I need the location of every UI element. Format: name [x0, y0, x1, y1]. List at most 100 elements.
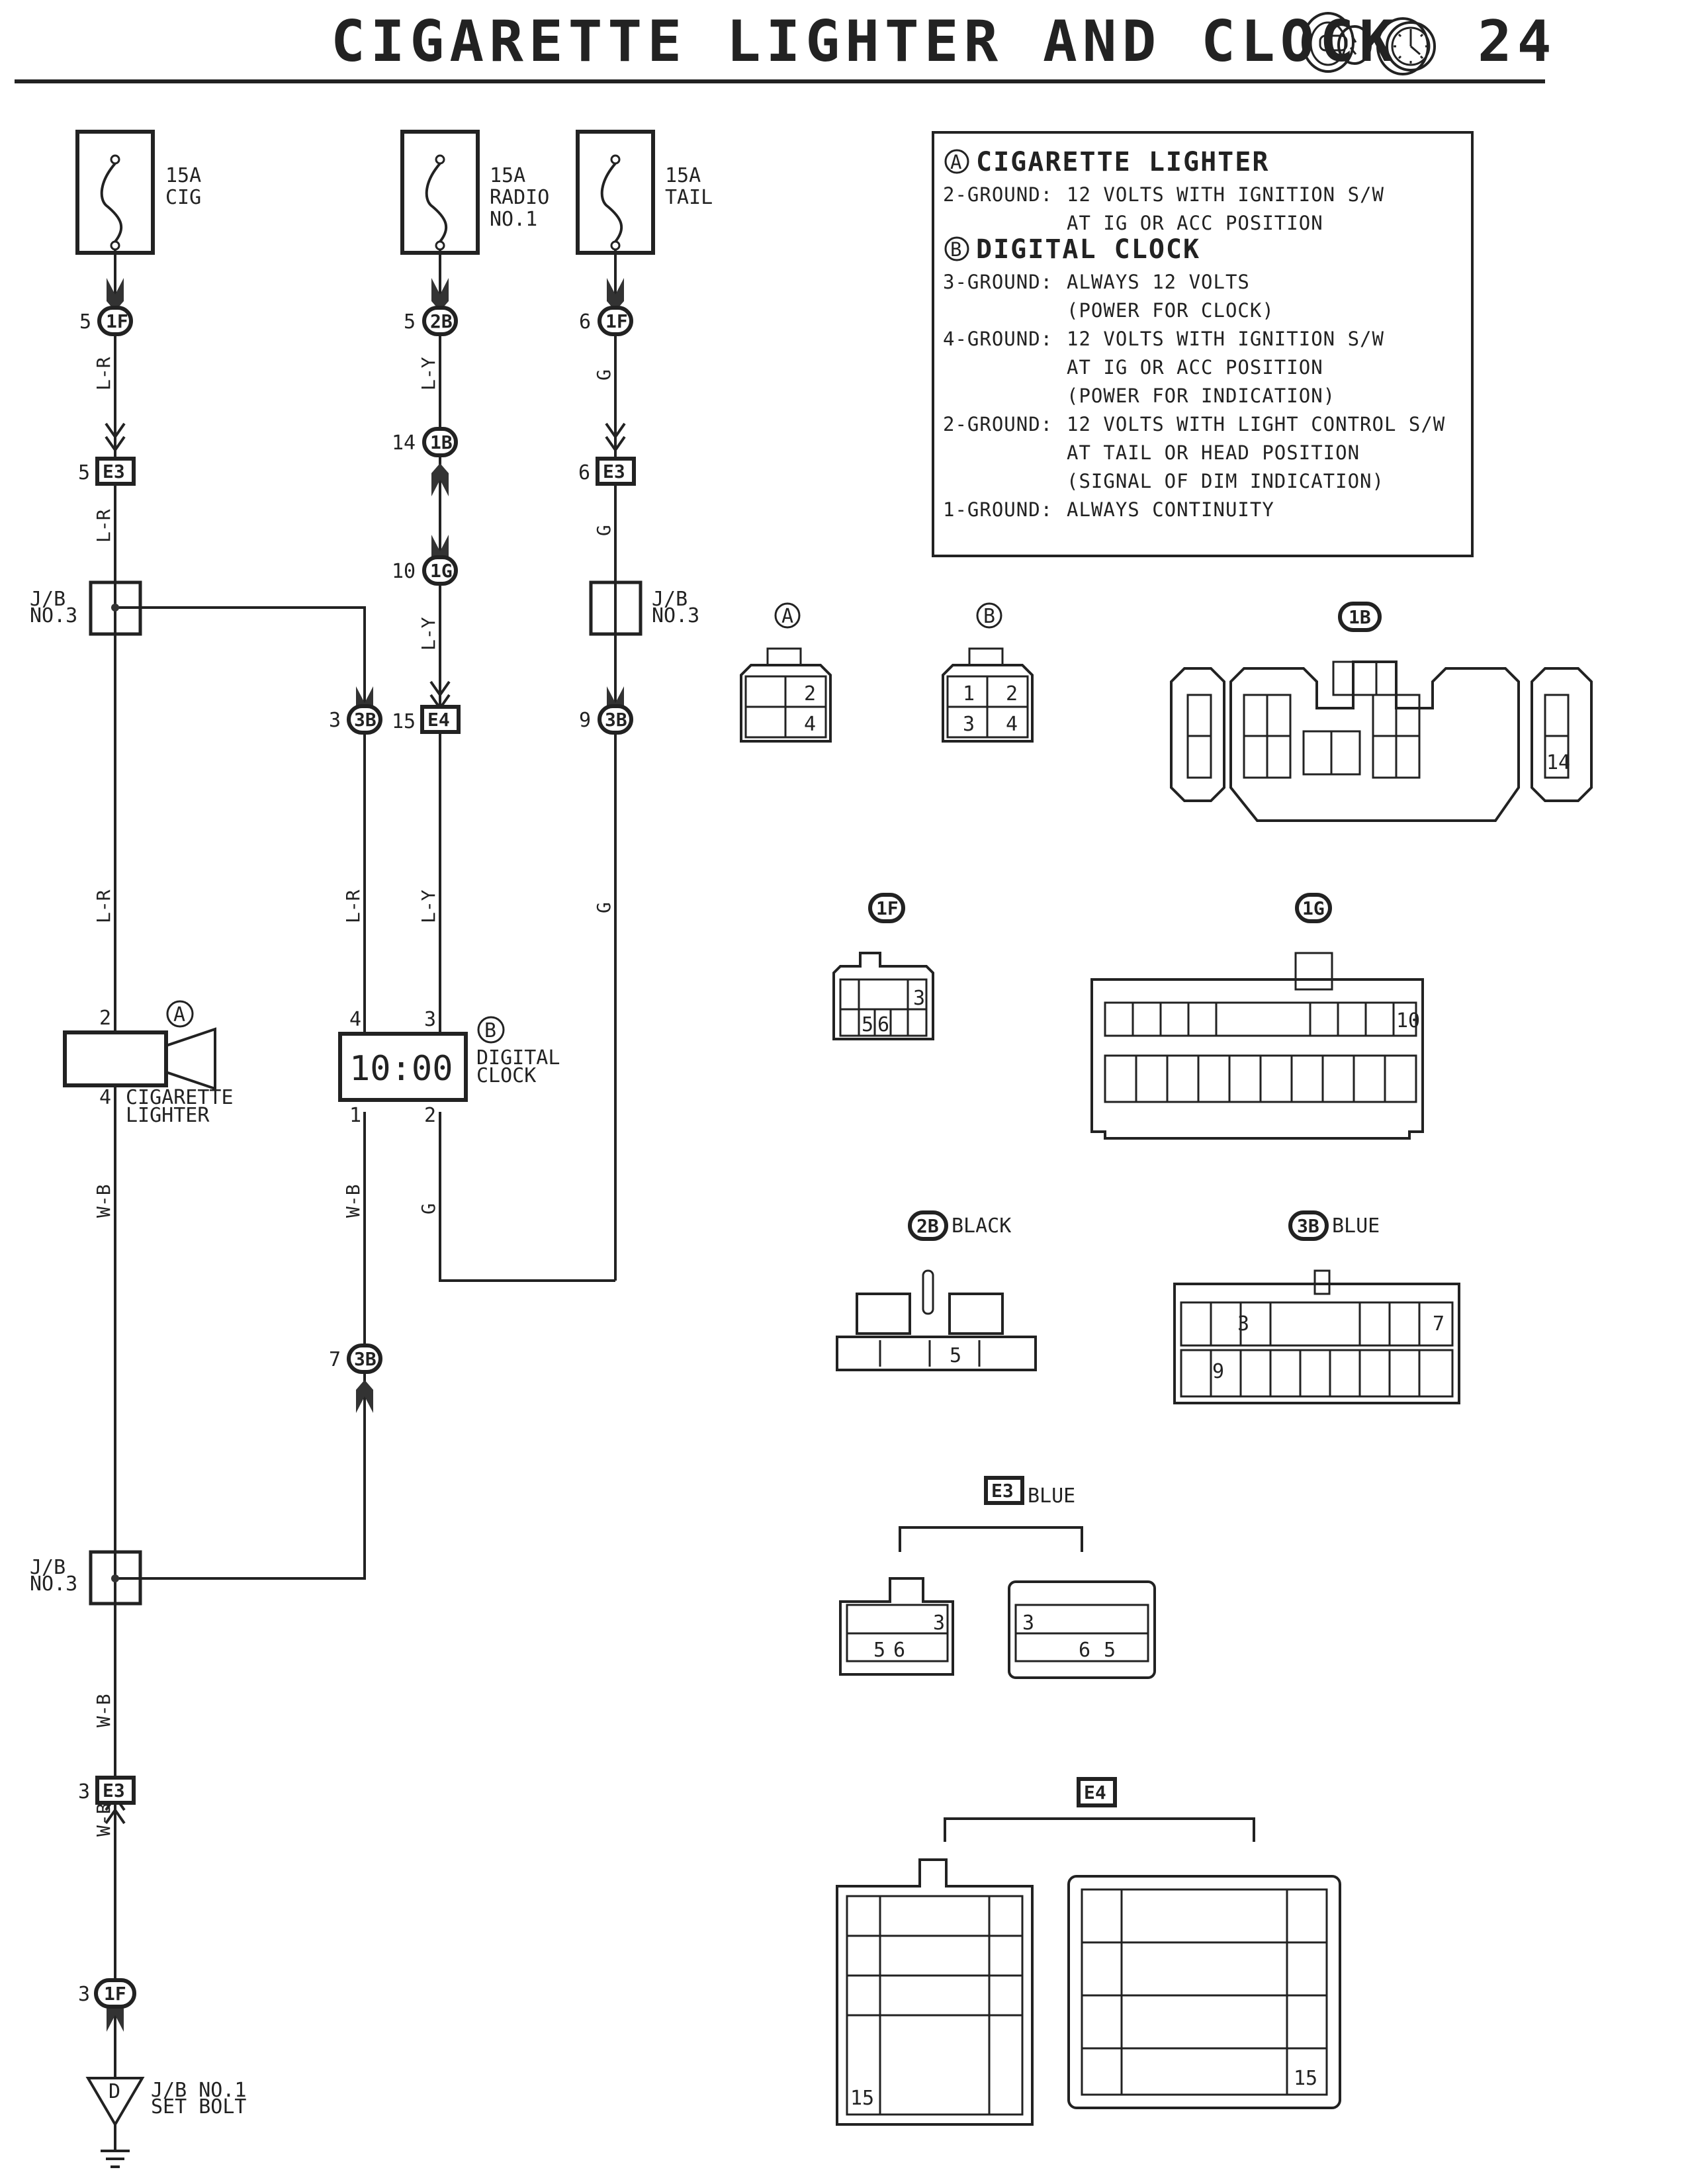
pin-number: 6 — [877, 1013, 889, 1036]
fuse-rating: 15A — [490, 164, 525, 187]
connector-tag — [1288, 1210, 1329, 1241]
page-header: CIGARETTE LIGHTER AND CLOCK 24 — [15, 9, 1552, 83]
component-name: DIGITAL — [476, 1046, 560, 1069]
connector-tag — [1077, 1777, 1117, 1807]
connector-tag — [868, 893, 905, 923]
pin-number: 3 — [1237, 1312, 1249, 1336]
pin-number: 5 — [1104, 1639, 1116, 1662]
legend-terminal: 2-GROUND: — [943, 413, 1053, 435]
wire-color-label: W-B — [342, 1184, 364, 1218]
jb-label: NO.3 — [30, 1572, 77, 1596]
connector-view-B: B 1 2 3 4 — [942, 602, 1034, 743]
pair-bracket — [944, 1817, 1255, 1842]
fuse-radio-no1: 15A RADIO NO.1 — [400, 130, 549, 255]
pin-number: 3 — [78, 1780, 90, 1803]
connector-id: E4 — [427, 709, 450, 731]
wire-color-label: L-R — [93, 889, 114, 923]
legend-line: (POWER FOR CLOCK) — [1067, 299, 1274, 322]
connector-id: 3B — [354, 1348, 377, 1370]
wire-color-label: L-Y — [418, 889, 439, 923]
legend-terminal: 4-GROUND: — [943, 328, 1053, 350]
connector-view-2B: 2B BLACK 5 — [836, 1210, 1037, 1371]
connector-id: 1G — [430, 560, 453, 582]
connector-view-E3: E3 BLUE 3 5 6 3 6 5 — [839, 1476, 1156, 1679]
pair-bracket — [899, 1526, 1083, 1552]
pin-number: 5 — [79, 310, 91, 334]
ref-badge — [976, 602, 1002, 629]
connector-view-label: 1B — [1349, 606, 1371, 628]
connector-tag — [347, 704, 382, 735]
wire-color-label: W-B — [93, 1803, 114, 1837]
pin-number: 3 — [329, 709, 341, 732]
connector-tag — [95, 457, 136, 486]
pin-number: 3 — [424, 1008, 436, 1031]
junction-block-top-right: J/B NO.3 — [589, 580, 699, 636]
pin-number: 4 — [804, 713, 816, 736]
legend-line: 12 VOLTS WITH LIGHT CONTROL S/W — [1067, 413, 1445, 435]
connector-id: 1F — [106, 310, 128, 332]
cigarette-lighter-icon — [1302, 12, 1372, 73]
legend-line: (SIGNAL OF DIM INDICATION) — [1067, 470, 1384, 492]
pin-number: 3 — [913, 987, 925, 1010]
pin-number: 15 — [850, 2087, 874, 2110]
pin-number: 5 — [873, 1639, 885, 1662]
legend-line: AT TAIL OR HEAD POSITION — [1067, 441, 1360, 464]
wire-color-label: L-Y — [418, 357, 439, 390]
ref-letter: B — [950, 238, 962, 261]
legend-terminal: 3-GROUND: — [943, 271, 1053, 293]
pin-number: 2 — [424, 1104, 436, 1127]
pin-number: 10 — [392, 560, 416, 583]
connector-view-1B: 1B 14 — [1170, 602, 1593, 822]
fuse-rating: 15A — [665, 164, 701, 187]
pin-number: 5 — [404, 310, 416, 334]
pin-number: 15 — [392, 710, 416, 733]
clock-icon — [1376, 17, 1436, 75]
pin-number: 6 — [579, 310, 591, 334]
connector-id: E3 — [103, 1780, 125, 1801]
legend-line: 12 VOLTS WITH IGNITION S/W — [1067, 183, 1384, 206]
fuse-name: TAIL — [665, 186, 713, 209]
connector-tag — [422, 306, 458, 336]
connector-color: BLUE — [1332, 1214, 1380, 1238]
connector-tag — [596, 457, 636, 486]
pin-number: 3 — [933, 1612, 945, 1635]
connector-view-label: B — [983, 605, 995, 628]
wire-clock-pin1-to-jb — [115, 1112, 366, 1580]
connector-view-label: 3B — [1297, 1215, 1319, 1237]
connector-view-label: 1G — [1302, 897, 1325, 919]
legend-line: ALWAYS CONTINUITY — [1067, 498, 1274, 521]
pin-number: 2 — [804, 682, 816, 705]
connector-tag — [984, 1476, 1024, 1505]
connector-view-A: A 2 4 — [740, 602, 832, 743]
legend-terminal: 2-GROUND: — [943, 183, 1053, 206]
pin-number: 5 — [862, 1013, 873, 1036]
pin-number: 3 — [1022, 1612, 1034, 1635]
pin-number: 1 — [349, 1104, 361, 1127]
connector-view-label: 2B — [916, 1215, 939, 1237]
ref-badge — [166, 1000, 194, 1028]
wire-color-labels: L-R L-R L-R L-Y L-Y L-Y G G G L-R G W-B … — [93, 357, 615, 1837]
arrow-down-icon — [107, 278, 124, 311]
cigarette-lighter-component: A 2 4 CIGARETTE LIGHTER — [63, 1000, 234, 1127]
ref-badge — [774, 602, 801, 629]
pin-number: 7 — [329, 1348, 341, 1371]
connector-view-E4: E4 15 15 — [836, 1777, 1341, 2126]
connector-view-label: 1F — [876, 897, 899, 919]
ground-point: D J/B NO.1 SET BOLT — [85, 2077, 247, 2168]
connector-id: 3B — [605, 709, 627, 731]
fuse-cig: 15A CIG — [75, 130, 201, 255]
connector-id: 3B — [354, 709, 377, 731]
fuse-name: CIG — [165, 186, 201, 209]
pin-number: 9 — [579, 709, 591, 732]
legend-line: ALWAYS 12 VOLTS — [1067, 271, 1250, 293]
connector-tag — [347, 1343, 382, 1374]
pin-number: 10 — [1396, 1009, 1420, 1032]
connector-id: 2B — [430, 310, 453, 332]
connector-id: 1F — [605, 310, 628, 332]
component-name: CLOCK — [476, 1064, 536, 1087]
wire-jb-to-clock-pin4 — [115, 606, 366, 1079]
connector-view-label: A — [781, 605, 793, 628]
ground-label: J/B NO.1 — [151, 2079, 247, 2102]
connector-tag — [598, 704, 633, 735]
